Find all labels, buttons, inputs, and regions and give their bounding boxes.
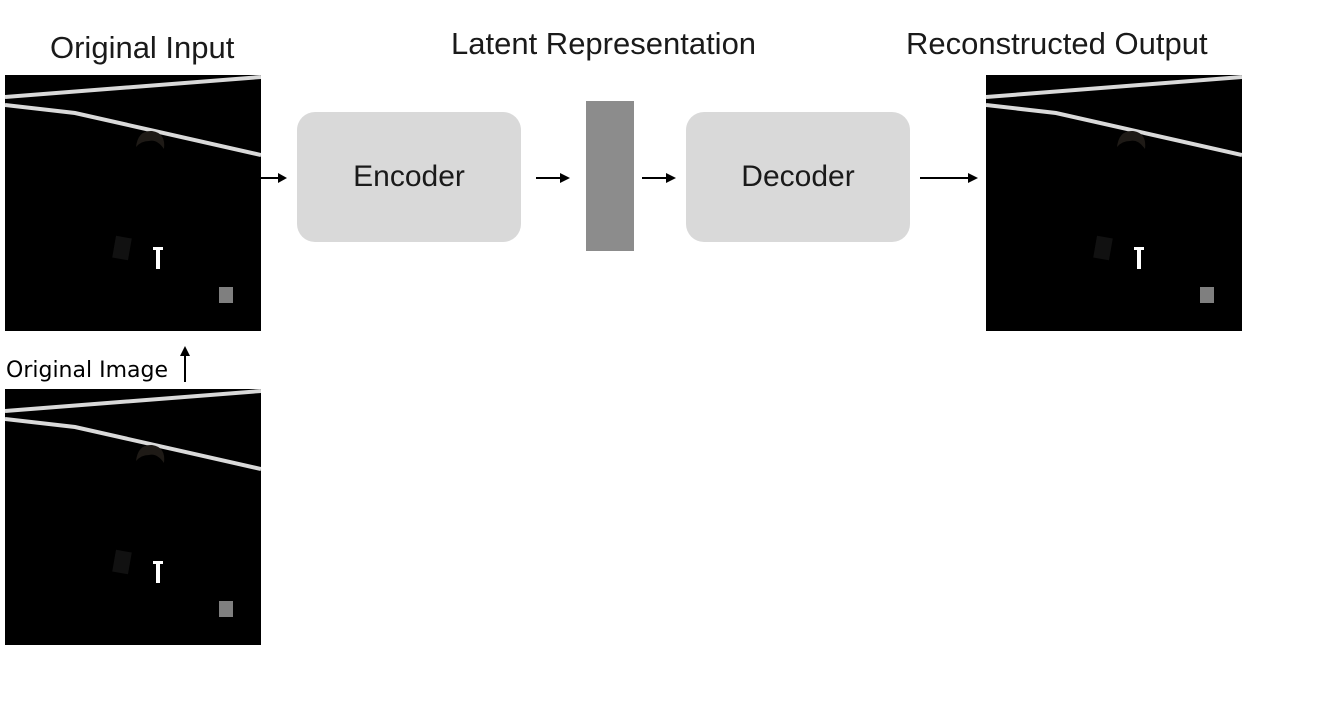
encoder-block: Encoder xyxy=(297,112,521,242)
original-to-input-arrow xyxy=(179,346,191,382)
original-input-heading: Original Input xyxy=(50,30,235,65)
latent-representation-bar xyxy=(586,101,634,251)
latent-representation-heading: Latent Representation xyxy=(451,26,757,61)
decoder-block: Decoder xyxy=(686,112,910,242)
original-input-image: #photo-input .pitch { fill: #8a8a8a; } #… xyxy=(5,75,261,331)
latent-to-decoder-arrow xyxy=(642,171,676,183)
reconstructed-output-image: #photo-output .pitch { fill: #5ea01a; } … xyxy=(986,75,1242,331)
reconstructed-output-heading: Reconstructed Output xyxy=(906,26,1208,61)
decoder-to-output-arrow xyxy=(920,171,978,183)
encoder-to-latent-arrow xyxy=(536,171,570,183)
original-image-label: Original Image xyxy=(6,358,168,383)
input-to-encoder-arrow xyxy=(261,171,287,183)
original-image: #photo-original .pitch { fill: #5c9c1a; … xyxy=(5,389,261,645)
